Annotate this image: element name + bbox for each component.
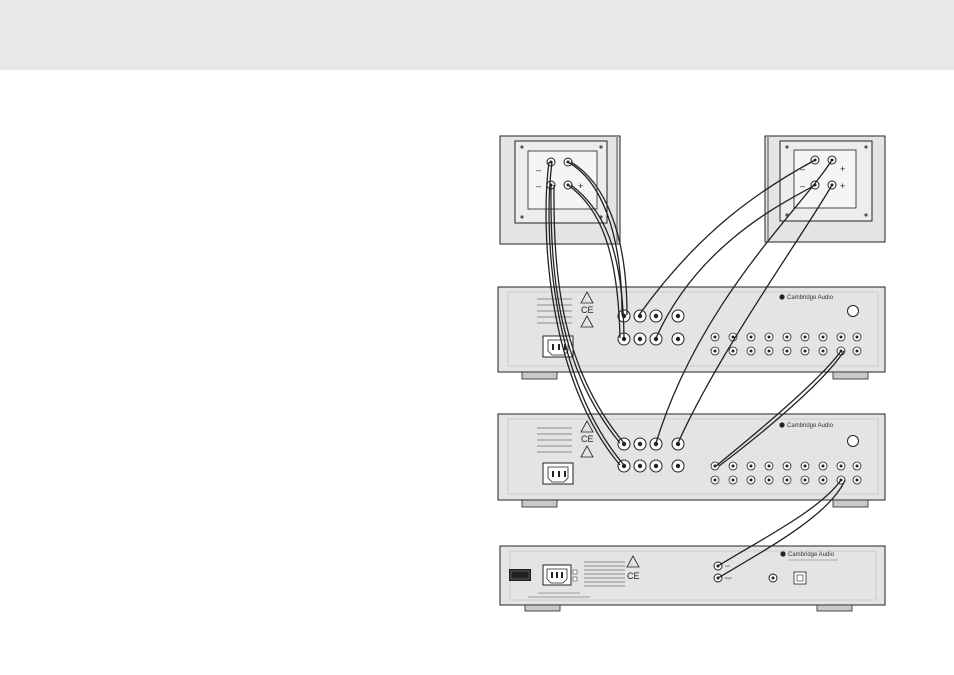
terminal-sign: –: [800, 164, 805, 174]
terminal-sign: +: [840, 164, 845, 174]
amplifier-2: ! CE Cambridge Audio: [497, 413, 886, 508]
speaker-cables: [545, 159, 833, 466]
terminal-sign: –: [536, 181, 541, 191]
source-unit: ! CE Left Right Cambridge Audio: [499, 545, 886, 612]
header-band: [0, 0, 954, 70]
warning-mark: !: [586, 299, 587, 303]
terminal-sign: –: [536, 165, 541, 175]
output-label-right: Right: [725, 576, 732, 580]
terminal-sign: +: [840, 181, 845, 191]
speaker-right: – + – +: [764, 135, 886, 243]
ce-mark: CE: [627, 571, 640, 581]
brand-label: Cambridge Audio: [787, 423, 834, 429]
interconnect-cables: [715, 350, 846, 579]
output-label-left: Left: [725, 564, 730, 568]
brand-label: Cambridge Audio: [788, 552, 835, 558]
terminal-sign: +: [578, 181, 583, 191]
warning-mark: !: [586, 428, 587, 432]
ce-mark: CE: [581, 305, 594, 315]
ce-mark: CE: [581, 434, 594, 444]
warning-mark: !: [632, 563, 633, 567]
terminal-sign: –: [800, 181, 805, 191]
brand-label: Cambridge Audio: [787, 295, 834, 301]
